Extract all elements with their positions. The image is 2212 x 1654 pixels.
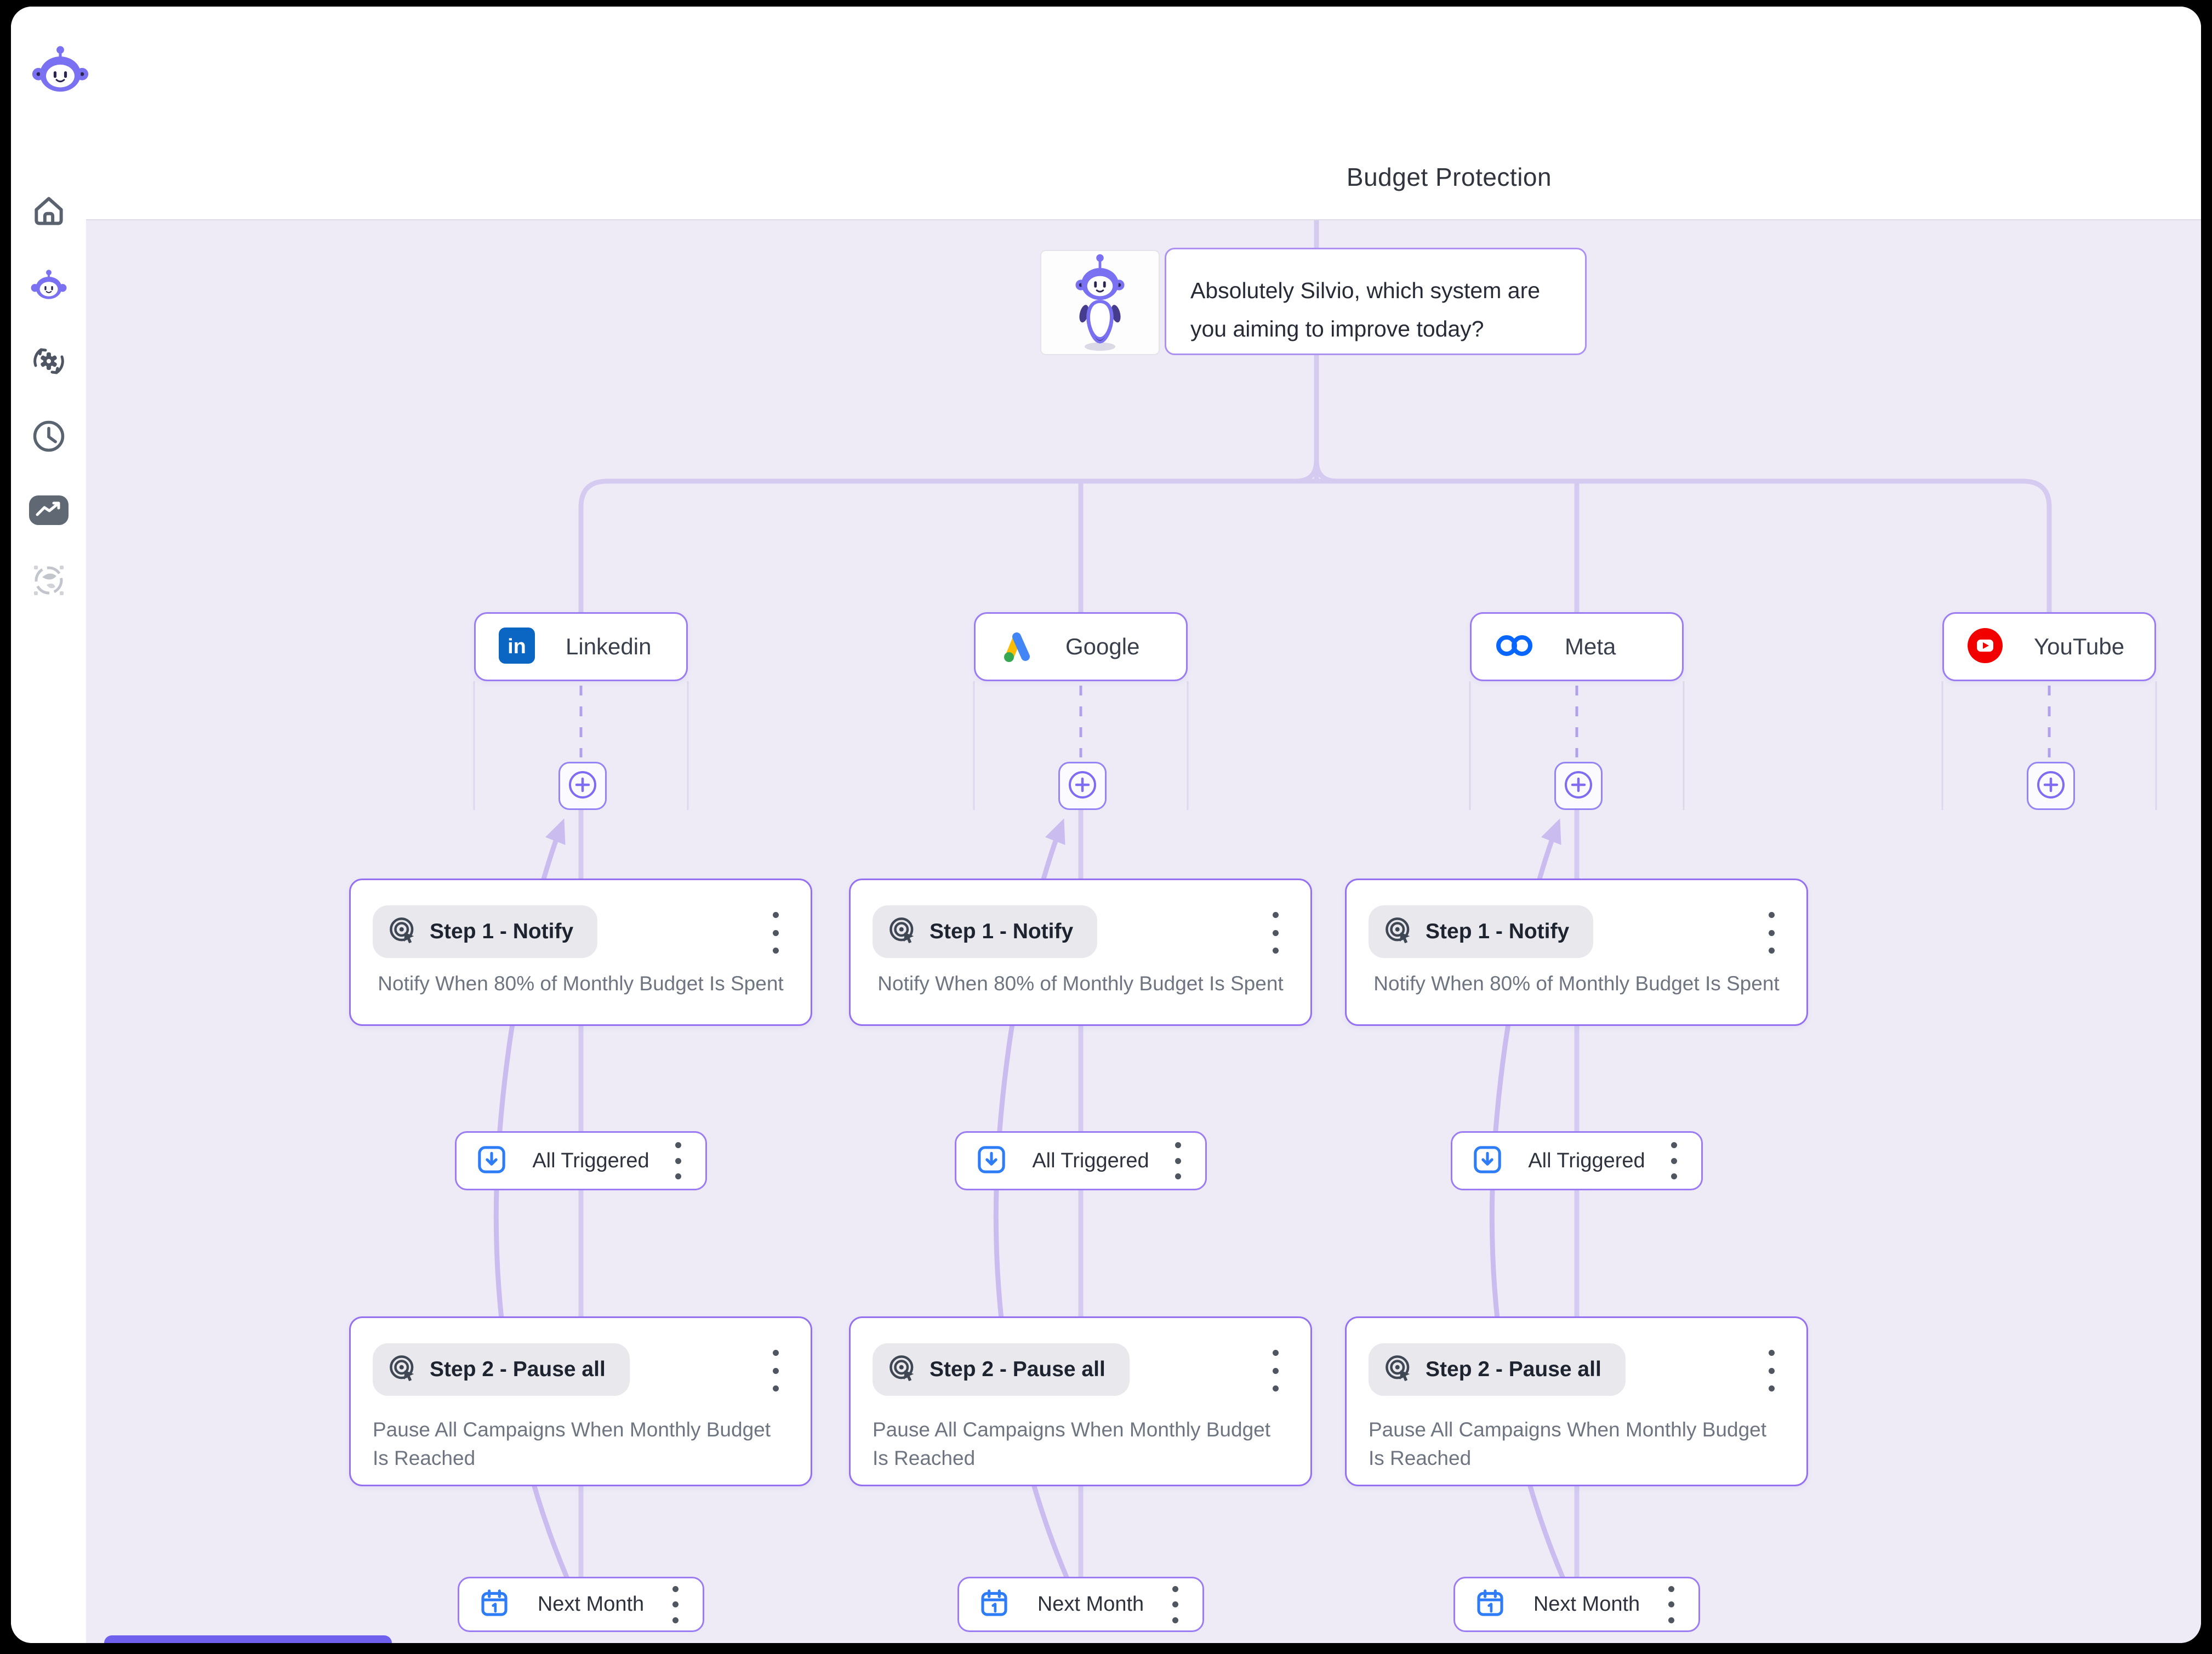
platform-node-youtube[interactable]: YouTube (1942, 612, 2156, 681)
google-ads-icon (999, 628, 1035, 666)
goal-target-icon (388, 1354, 418, 1386)
trigger-label: All Triggered (532, 1149, 649, 1172)
step2-card-google[interactable]: Step 2 - Pause all Pause All Campaigns W… (849, 1316, 1312, 1486)
robot-mascot-icon (1075, 254, 1125, 351)
step1-badge: Step 1 - Notify (373, 905, 598, 958)
add-step-button-google[interactable] (1058, 762, 1107, 810)
sidebar (11, 7, 89, 1643)
trigger-node-google[interactable]: All Triggered (955, 1131, 1207, 1190)
trending-up-icon (28, 494, 70, 529)
platform-node-meta[interactable]: Meta (1470, 612, 1684, 681)
robot-assistant-icon (31, 269, 67, 305)
svg-text:in: in (508, 635, 526, 658)
all-triggered-icon (476, 1144, 507, 1178)
step1-badge: Step 1 - Notify (1369, 905, 1594, 958)
goal-target-icon (388, 916, 418, 948)
trigger-menu-button[interactable] (667, 1142, 689, 1179)
step1-card-google[interactable]: Step 1 - Notify Notify When 80% of Month… (849, 879, 1312, 1026)
loop-node-linkedin[interactable]: Next Month (458, 1577, 704, 1632)
calendar-icon (979, 1588, 1010, 1621)
loop-node-meta[interactable]: Next Month (1453, 1577, 1700, 1632)
step1-card-meta[interactable]: Step 1 - Notify Notify When 80% of Month… (1345, 879, 1808, 1026)
add-step-button-youtube[interactable] (2027, 762, 2075, 810)
header (86, 7, 2201, 219)
platform-node-linkedin[interactable]: in Linkedin (474, 612, 688, 681)
platform-label: Google (1065, 634, 1140, 659)
step2-menu-button[interactable] (1760, 1350, 1782, 1391)
plus-icon (567, 769, 598, 803)
step2-menu-button[interactable] (765, 1350, 786, 1391)
plus-icon (1067, 769, 1098, 803)
linkedin-icon: in (499, 627, 535, 666)
bottom-toolbar[interactable] (104, 1635, 392, 1643)
sidebar-item-history[interactable] (11, 407, 86, 467)
all-triggered-icon (1472, 1144, 1503, 1178)
calendar-icon (479, 1588, 510, 1621)
all-triggered-icon (976, 1144, 1007, 1178)
trigger-label: All Triggered (1032, 1149, 1149, 1172)
assistant-message-text: Absolutely Silvio, which system are you … (1190, 278, 1541, 341)
clock-icon (32, 419, 66, 456)
trigger-node-linkedin[interactable]: All Triggered (455, 1131, 707, 1190)
step1-badge: Step 1 - Notify (873, 905, 1098, 958)
loop-label: Next Month (537, 1593, 645, 1616)
step2-description: Pause All Campaigns When Monthly Budget … (373, 1418, 771, 1469)
platform-label: Linkedin (566, 634, 652, 659)
plus-icon (1563, 769, 1594, 803)
meta-icon (1495, 632, 1534, 662)
sidebar-item-automations[interactable] (11, 332, 86, 392)
goal-target-icon (888, 1354, 917, 1386)
assistant-message-bubble: Absolutely Silvio, which system are you … (1165, 248, 1587, 355)
step1-description: Notify When 80% of Monthly Budget Is Spe… (1373, 972, 1780, 995)
loop-menu-button[interactable] (1164, 1585, 1186, 1623)
step2-badge: Step 2 - Pause all (373, 1343, 630, 1396)
globe-icon (31, 563, 66, 601)
step1-menu-button[interactable] (1760, 912, 1782, 954)
step1-description: Notify When 80% of Monthly Budget Is Spe… (877, 972, 1284, 995)
plus-icon (2036, 769, 2066, 803)
step2-badge: Step 2 - Pause all (1369, 1343, 1626, 1396)
loop-label: Next Month (1037, 1593, 1144, 1616)
step2-card-linkedin[interactable]: Step 2 - Pause all Pause All Campaigns W… (349, 1316, 812, 1486)
trigger-label: All Triggered (1528, 1149, 1645, 1172)
sidebar-item-home[interactable] (11, 182, 86, 242)
sidebar-item-integrations[interactable] (11, 551, 86, 612)
app-logo-robot-icon (32, 45, 89, 100)
sidebar-item-assistant[interactable] (11, 257, 86, 317)
home-icon (32, 194, 66, 231)
calendar-icon (1475, 1588, 1506, 1621)
step2-description: Pause All Campaigns When Monthly Budget … (873, 1418, 1271, 1469)
goal-target-icon (1384, 1354, 1413, 1386)
loop-label: Next Month (1533, 1593, 1640, 1616)
step1-description: Notify When 80% of Monthly Budget Is Spe… (378, 972, 784, 995)
add-step-button-linkedin[interactable] (558, 762, 607, 810)
add-step-button-meta[interactable] (1554, 762, 1603, 810)
step2-card-meta[interactable]: Step 2 - Pause all Pause All Campaigns W… (1345, 1316, 1808, 1486)
step1-menu-button[interactable] (765, 912, 786, 954)
loop-menu-button[interactable] (1660, 1585, 1682, 1623)
goal-target-icon (1384, 916, 1413, 948)
platform-node-google[interactable]: Google (974, 612, 1188, 681)
step2-description: Pause All Campaigns When Monthly Budget … (1369, 1418, 1767, 1469)
trigger-menu-button[interactable] (1663, 1142, 1685, 1179)
app-window: Budget Protection Absolutely Silvio, whi… (11, 7, 2201, 1643)
goal-target-icon (888, 916, 917, 948)
platform-label: Meta (1565, 634, 1616, 659)
trigger-menu-button[interactable] (1167, 1142, 1189, 1179)
loop-node-google[interactable]: Next Month (957, 1577, 1204, 1632)
step2-menu-button[interactable] (1264, 1350, 1286, 1391)
youtube-icon (1967, 628, 2003, 666)
assistant-avatar (1040, 250, 1160, 355)
platform-label: YouTube (2034, 634, 2125, 659)
sidebar-item-analytics[interactable] (11, 481, 86, 541)
page-title: Budget Protection (1346, 163, 1552, 191)
sync-gear-icon (31, 344, 66, 381)
step1-card-linkedin[interactable]: Step 1 - Notify Notify When 80% of Month… (349, 879, 812, 1026)
step2-badge: Step 2 - Pause all (873, 1343, 1130, 1396)
step1-menu-button[interactable] (1264, 912, 1286, 954)
loop-menu-button[interactable] (664, 1585, 686, 1623)
trigger-node-meta[interactable]: All Triggered (1451, 1131, 1703, 1190)
